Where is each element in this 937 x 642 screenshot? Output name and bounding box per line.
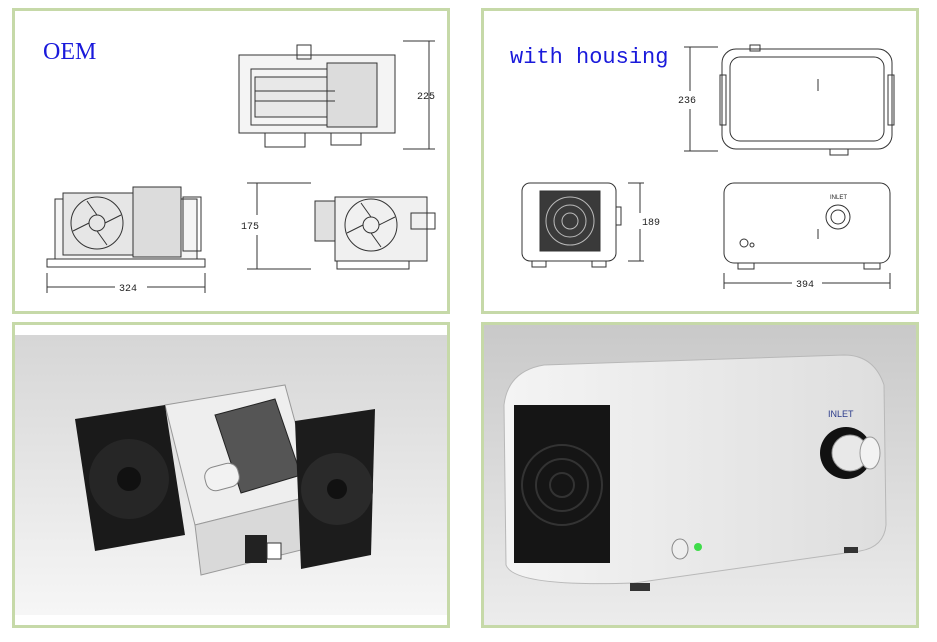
housing-inlet-label: INLET xyxy=(830,195,847,201)
housing-width-dim: 394 xyxy=(796,280,814,291)
housing-pump-render: INLET xyxy=(484,325,916,625)
oem-technical-drawing: 225 324 175 xyxy=(46,40,436,295)
housing-drawing-panel: with housing 236 189 xyxy=(481,8,919,314)
housing-height-dim: 236 xyxy=(678,96,696,107)
oem-render-panel xyxy=(12,322,450,628)
housing-render-panel: INLET xyxy=(481,322,919,628)
oem-drawing-panel: OEM 225 324 xyxy=(12,8,450,314)
housing-title: with housing xyxy=(510,45,669,70)
render-inlet-label: INLET xyxy=(828,409,854,419)
housing-side-height-dim: 189 xyxy=(642,218,660,229)
oem-side-height-dim: 175 xyxy=(241,222,259,233)
housing-technical-drawing: 236 189 INLET 394 xyxy=(521,44,895,291)
oem-title: OEM xyxy=(43,39,97,65)
oem-pump-render xyxy=(15,335,447,615)
oem-width-dim: 324 xyxy=(119,284,137,295)
oem-height-dim: 225 xyxy=(417,92,435,103)
